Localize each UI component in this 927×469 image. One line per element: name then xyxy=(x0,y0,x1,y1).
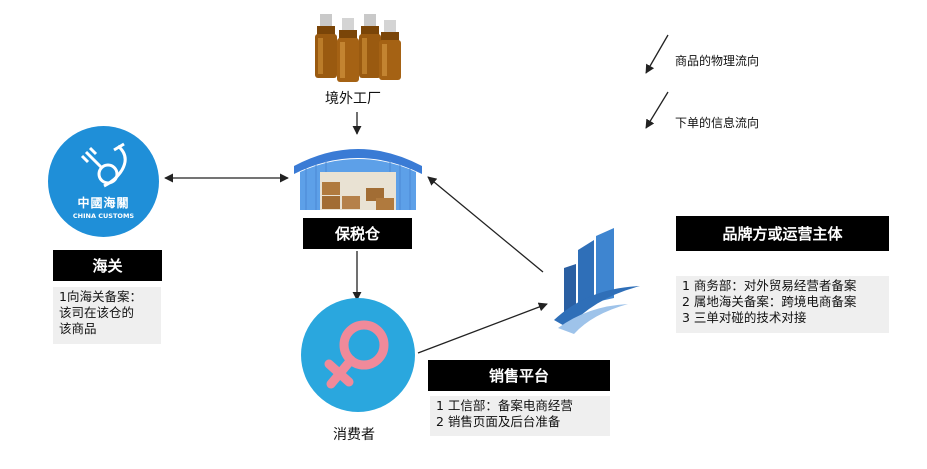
customs-emblem-icon xyxy=(80,142,127,188)
customs-note: 该商品 xyxy=(59,321,97,336)
customs-title: 海关 xyxy=(53,250,162,281)
warehouse-title: 保税仓 xyxy=(303,218,412,249)
legend-physical-arrow xyxy=(645,34,669,74)
building-icon xyxy=(554,228,640,334)
brand-note: 2 属地海关备案：跨境电商备案 xyxy=(682,294,857,309)
customs-notes: 1向海关备案： 该司在该仓的 该商品 xyxy=(53,287,161,344)
factory-label: 境外工厂 xyxy=(325,91,381,107)
platform-title: 销售平台 xyxy=(428,360,610,391)
customs-note: 该司在该仓的 xyxy=(59,305,135,320)
platform-note: 2 销售页面及后台准备 xyxy=(436,414,561,429)
legend-info-label: 下单的信息流向 xyxy=(675,116,760,130)
warehouse-icon xyxy=(294,149,422,210)
consumer-to-brand-arrow xyxy=(417,302,548,354)
legend-physical-label: 商品的物理流向 xyxy=(675,54,760,68)
brand-title: 品牌方或运营主体 xyxy=(676,216,889,251)
brand-note: 3 三单对碰的技术对接 xyxy=(682,310,807,325)
customs-note: 1向海关备案： xyxy=(59,289,142,304)
brand-notes: 1 商务部：对外贸易经营者备案 2 属地海关备案：跨境电商备案 3 三单对碰的技… xyxy=(676,276,889,333)
brand-to-warehouse-arrow xyxy=(427,176,544,273)
female-symbol-icon xyxy=(324,320,389,389)
platform-notes: 1 工信部：备案电商经营 2 销售页面及后台准备 xyxy=(430,396,610,436)
customs-logo-sub: CHINA CUSTOMS xyxy=(72,212,135,220)
consumer-circle xyxy=(301,298,415,412)
brand-note: 1 商务部：对外贸易经营者备案 xyxy=(682,278,857,293)
customs-logo-text: 中國海關 xyxy=(77,196,130,210)
legend-info-arrow xyxy=(645,91,669,129)
platform-note: 1 工信部：备案电商经营 xyxy=(436,398,573,413)
customs-logo: 中國海關 CHINA CUSTOMS xyxy=(48,126,159,237)
bottles-icon xyxy=(315,14,401,82)
consumer-label: 消费者 xyxy=(333,427,375,443)
